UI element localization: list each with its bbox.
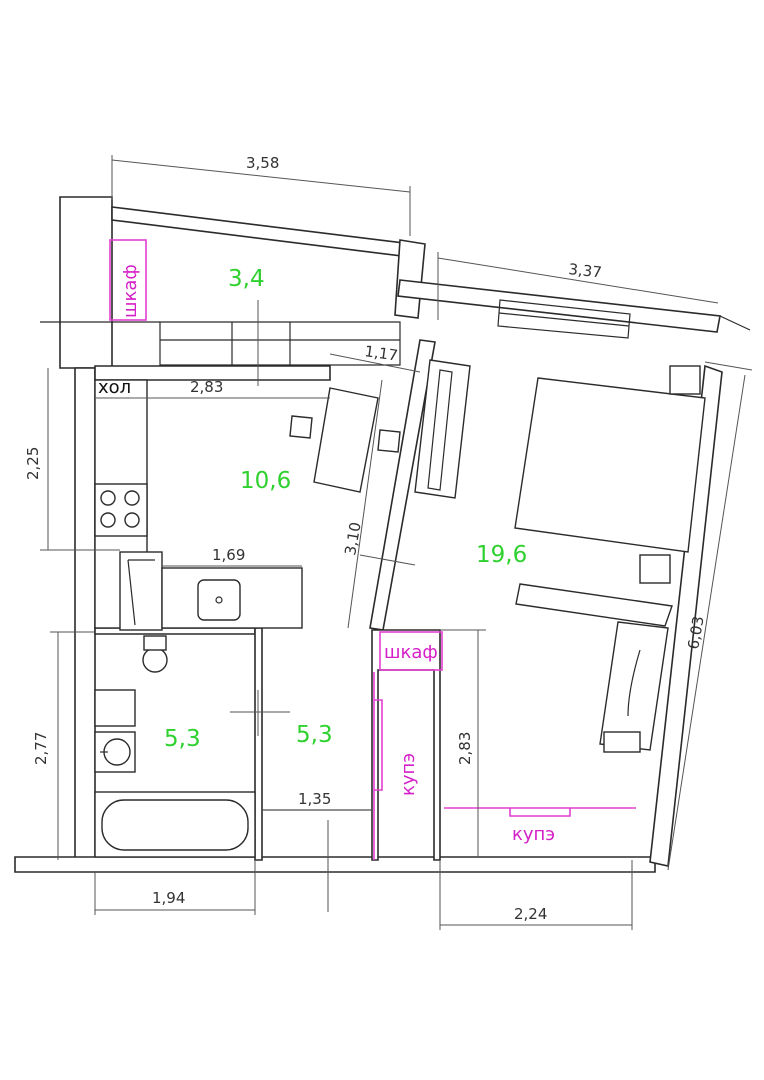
dining-table xyxy=(313,387,379,493)
wardrobe-horizontal-doors xyxy=(444,807,636,817)
fridge-door-swing xyxy=(127,559,136,626)
wardrobe-inner xyxy=(427,369,453,491)
label-wardrobe-horizontal: купэ xyxy=(512,824,555,845)
room-labels: хол шкаф шкаф купэ купэ xyxy=(98,264,555,845)
outer-walls xyxy=(14,196,751,873)
room-window-pane xyxy=(498,312,630,327)
dim-room-wall: 3,10 xyxy=(341,521,365,557)
room-window xyxy=(497,299,631,339)
balcony-window xyxy=(159,321,401,366)
dim-closet-height: 2,83 xyxy=(456,732,474,765)
room-closet-outline xyxy=(379,631,443,671)
label-closet-balcony: шкаф xyxy=(120,264,141,318)
fridge xyxy=(119,551,163,631)
bedroom-wardrobe xyxy=(414,359,471,499)
chair xyxy=(289,415,313,439)
pouf xyxy=(603,731,641,753)
dim-line-right-top xyxy=(437,257,719,304)
label-closet-room: шкаф xyxy=(384,642,438,663)
bed xyxy=(514,377,706,553)
kitchen-top-wall xyxy=(94,365,331,381)
area-balcony: 3,4 xyxy=(228,266,265,292)
area-bedroom: 19,6 xyxy=(476,542,527,568)
area-corridor: 5,3 xyxy=(296,722,333,748)
bottom-wall xyxy=(14,856,656,873)
dim-bottom-right-width: 2,24 xyxy=(514,905,547,923)
dim-bath-width: 1,94 xyxy=(152,889,185,907)
sink-drain xyxy=(215,596,223,604)
stove xyxy=(94,483,148,537)
dim-top-width: 3,58 xyxy=(246,154,279,172)
kitchen-sink xyxy=(197,579,241,621)
dim-left-height-bottom: 2,77 xyxy=(32,732,50,765)
wardrobe-vertical-doors xyxy=(373,672,383,860)
bathtub-inner xyxy=(101,799,249,851)
dim-line-top xyxy=(111,159,411,193)
area-bathroom: 5,3 xyxy=(164,726,201,752)
label-wardrobe-vertical: купэ xyxy=(398,753,419,796)
room-top-extension xyxy=(719,315,751,331)
washing-machine xyxy=(94,689,136,727)
balcony-rail xyxy=(111,206,421,259)
dim-tick xyxy=(704,361,753,371)
dim-line-right xyxy=(667,374,746,871)
desk xyxy=(515,583,673,627)
balcony-closet-outline xyxy=(109,239,147,321)
dim-right-height: 6,03 xyxy=(684,615,708,651)
nightstand xyxy=(669,365,701,395)
chair xyxy=(377,429,401,453)
balcony-column xyxy=(394,239,426,319)
dimension-lines xyxy=(40,155,753,930)
balcony-left-wall xyxy=(59,196,113,369)
dimension-labels: 3,58 3,37 2,83 1,17 2,25 1,69 3,10 6,03 … xyxy=(24,154,708,923)
nightstand xyxy=(639,554,671,584)
bathroom-top-wall xyxy=(94,627,256,635)
stove-burner xyxy=(124,512,140,528)
dim-left-height-top: 2,25 xyxy=(24,447,42,480)
dim-corridor-width: 1,35 xyxy=(298,790,331,808)
stove-burner xyxy=(100,512,116,528)
right-wall xyxy=(649,364,723,867)
desk-return xyxy=(599,621,669,751)
dim-line-partition xyxy=(347,379,383,629)
area-kitchen: 10,6 xyxy=(240,468,291,494)
dim-desk-width: 1,17 xyxy=(363,342,399,364)
dim-tick xyxy=(359,554,416,566)
dim-hall-width: 2,83 xyxy=(190,378,223,396)
dim-line-desk xyxy=(329,353,421,373)
dim-right-width: 3,37 xyxy=(568,260,603,281)
area-labels: 3,4 10,6 19,6 5,3 5,3 xyxy=(164,266,527,752)
left-wall xyxy=(74,367,96,861)
label-hall: хол xyxy=(98,377,131,398)
dim-kitchen-counter: 1,69 xyxy=(212,546,245,564)
toilet-tank xyxy=(143,635,167,651)
stove-burner xyxy=(100,490,116,506)
toilet xyxy=(142,647,168,673)
bathroom-right-wall xyxy=(254,627,263,861)
stove-burner xyxy=(124,490,140,506)
furniture xyxy=(94,239,706,860)
tv-stand xyxy=(627,649,641,717)
